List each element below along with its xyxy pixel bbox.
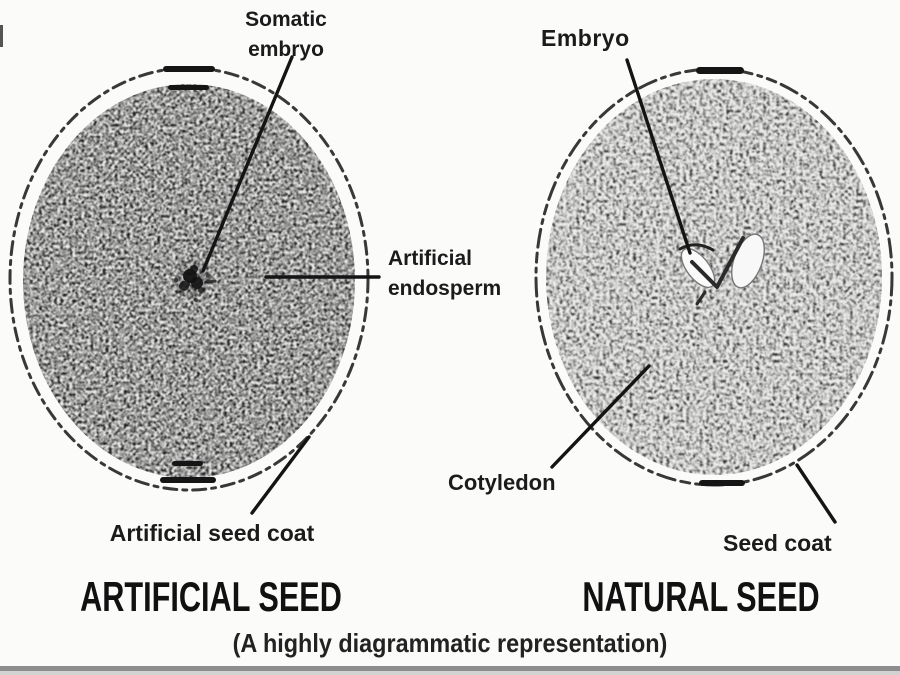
natural-seed-figure <box>534 67 894 487</box>
seed-coat-label: Seed coat <box>723 530 832 556</box>
scan-edge-mark <box>0 25 3 47</box>
diagram-caption: (A highly diagrammatic representation) <box>232 628 668 658</box>
leader-lines <box>201 55 837 524</box>
somatic-embryo-blob <box>173 261 217 303</box>
bottom-scan-band-light <box>0 671 900 675</box>
artificial-seed-figure <box>8 66 370 492</box>
cotyledon-label: Cotyledon <box>448 470 556 495</box>
artificial-seed-coat-label: Artificial seed coat <box>109 520 315 546</box>
coat-bar <box>168 85 209 90</box>
bottom-scan-band <box>0 666 900 671</box>
coat-bar <box>160 477 216 483</box>
artificial-endosperm-label: Artificial endosperm <box>388 247 502 301</box>
natural-seed-title: NATURAL SEED <box>582 573 820 620</box>
embryo-shape <box>678 233 765 306</box>
cotyledon-leader <box>550 364 651 469</box>
somatic-embryo-leader <box>201 55 294 273</box>
embryo-label: Embryo <box>541 25 630 51</box>
coat-bar <box>696 67 744 74</box>
embryo-leader <box>625 58 692 255</box>
coat-bar <box>163 66 215 72</box>
coat-bar <box>699 480 745 486</box>
artificial-seed-coat-leader <box>250 435 311 515</box>
seed-coat-leader <box>795 463 837 524</box>
artificial-seed-title: ARTIFICIAL SEED <box>80 573 342 620</box>
somatic-embryo-label: Somatic embryo <box>245 8 327 62</box>
coat-bar <box>172 461 203 466</box>
